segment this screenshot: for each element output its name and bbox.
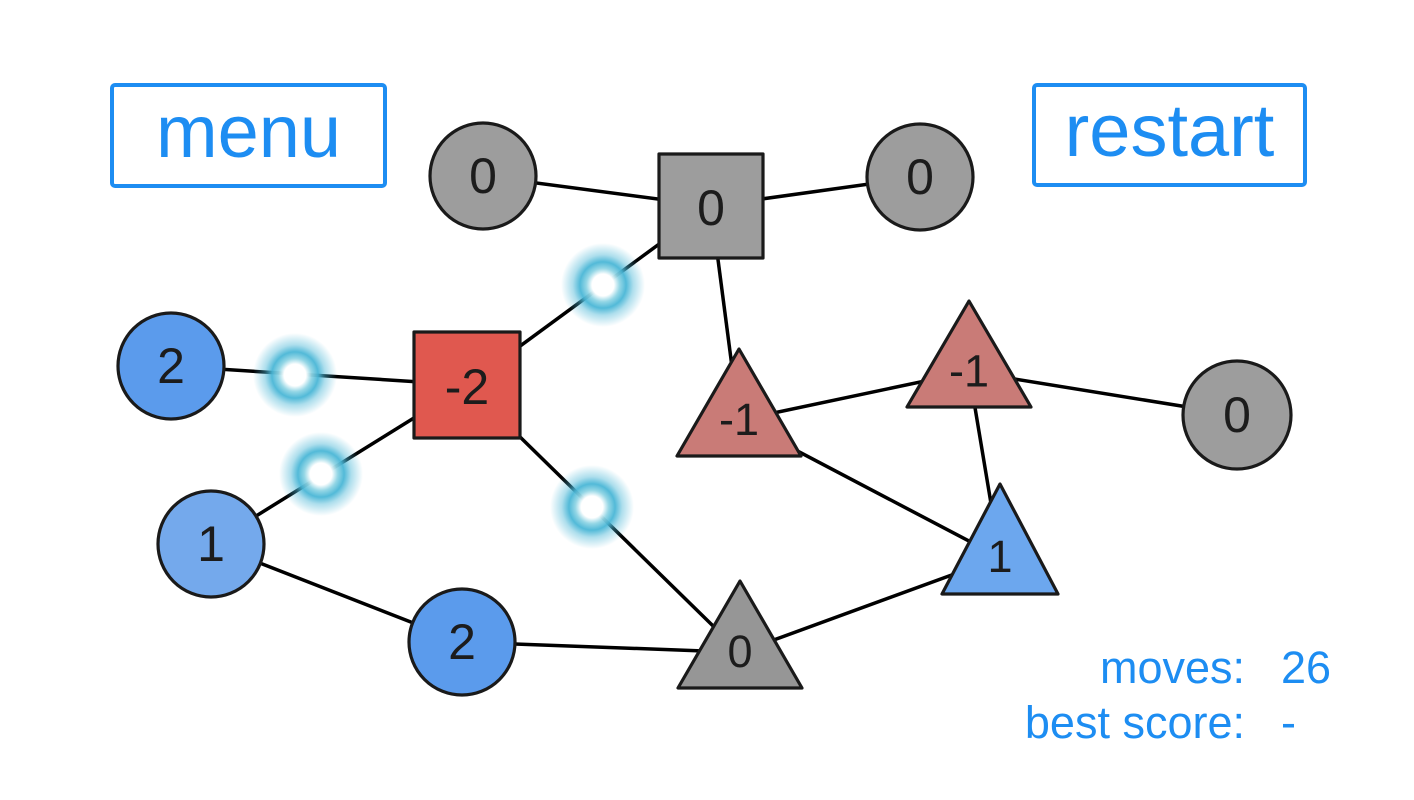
node-c1_left[interactable]: 1 <box>156 489 266 599</box>
node-shape-circle[interactable] <box>865 122 975 232</box>
node-label: -1 <box>949 345 989 396</box>
node-label: 0 <box>1223 387 1251 443</box>
node-label: 0 <box>727 626 752 677</box>
edge-glow-marker-0 <box>561 243 645 327</box>
node-sq_neg2[interactable]: -2 <box>412 330 522 440</box>
node-label: -2 <box>445 359 489 415</box>
nodes-layer: 0 0 0 2 -2 -1 -1 0 1 1 2 0 <box>116 121 1293 697</box>
node-shape-circle[interactable] <box>428 121 538 231</box>
node-shape-circle[interactable] <box>407 587 517 697</box>
node-label: 0 <box>906 149 934 205</box>
node-shape-square[interactable] <box>412 330 522 440</box>
node-t_neg1_right[interactable]: -1 <box>905 299 1033 409</box>
node-t_neg1_left[interactable]: -1 <box>675 347 803 458</box>
best-score-label: best score: <box>1024 697 1245 748</box>
restart-button-label: restart <box>1064 89 1275 172</box>
node-sq_0[interactable]: 0 <box>657 152 765 260</box>
best-score-value: - <box>1281 697 1296 748</box>
node-label: 0 <box>697 180 725 236</box>
node-shape-triangle[interactable] <box>675 347 803 458</box>
menu-button-label: menu <box>155 89 342 173</box>
node-c2_left[interactable]: 2 <box>116 311 226 421</box>
node-label: 0 <box>469 148 497 204</box>
node-label: 2 <box>448 614 476 670</box>
node-c0_top_left[interactable]: 0 <box>428 121 538 231</box>
node-t1_blue[interactable]: 1 <box>940 482 1060 596</box>
score-panel: moves: 26 best score: - <box>980 640 1345 750</box>
moves-label: moves: <box>1099 642 1245 693</box>
edge-glow-marker-1 <box>253 333 337 417</box>
node-shape-square[interactable] <box>657 152 765 260</box>
edge-glow-marker-3 <box>550 465 634 549</box>
edge-glow-marker-2 <box>279 432 363 516</box>
restart-button[interactable]: restart <box>1032 83 1307 187</box>
moves-value: 26 <box>1281 642 1332 693</box>
menu-button[interactable]: menu <box>110 83 387 188</box>
node-c0_top_right[interactable]: 0 <box>865 122 975 232</box>
node-shape-triangle[interactable] <box>940 482 1060 596</box>
node-c2_bottom[interactable]: 2 <box>407 587 517 697</box>
node-label: -1 <box>719 394 759 445</box>
node-c0_right[interactable]: 0 <box>1181 359 1293 471</box>
node-label: 2 <box>157 338 185 394</box>
node-shape-circle[interactable] <box>156 489 266 599</box>
node-shape-triangle[interactable] <box>676 579 804 690</box>
node-label: 1 <box>197 516 225 572</box>
glow-layer <box>253 243 645 549</box>
node-shape-triangle[interactable] <box>905 299 1033 409</box>
node-label: 1 <box>987 531 1012 582</box>
node-shape-circle[interactable] <box>1181 359 1293 471</box>
node-t0_gray[interactable]: 0 <box>676 579 804 690</box>
node-shape-circle[interactable] <box>116 311 226 421</box>
